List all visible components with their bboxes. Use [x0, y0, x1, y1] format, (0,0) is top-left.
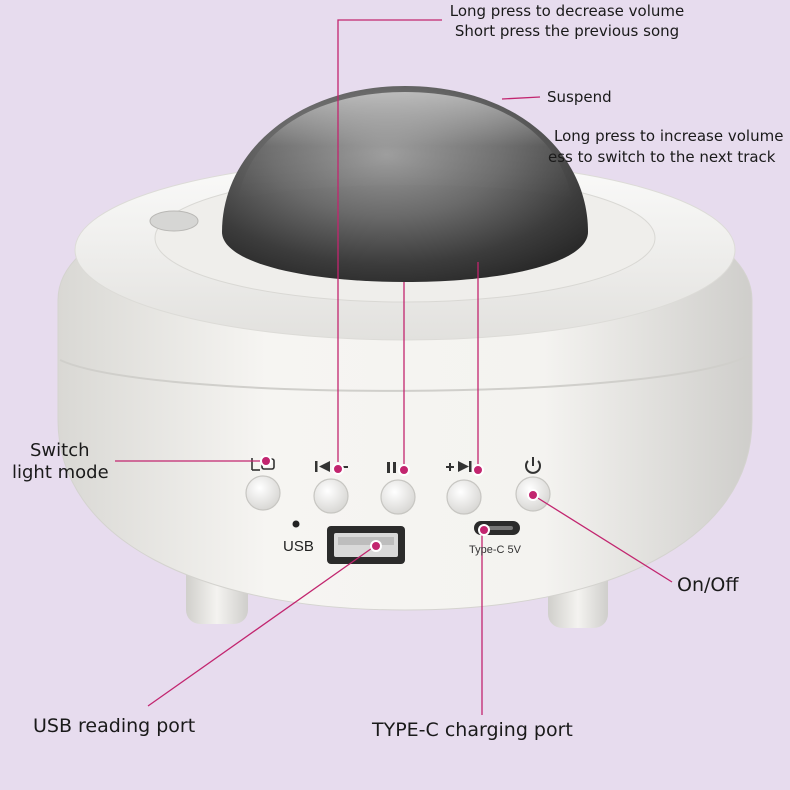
- annotation-switch-light-mode: Switch light mode: [12, 440, 109, 483]
- callout-dot-next: [472, 464, 484, 476]
- power-icon: [525, 457, 541, 474]
- annotation-previous-song-line1: Long press to decrease volume: [449, 2, 685, 20]
- annotation-previous-song: Long press to decrease volume Short pres…: [445, 2, 689, 40]
- callout-line-on-off: [532, 494, 673, 583]
- annotation-usb-reading-port: USB reading port: [33, 715, 196, 737]
- callout-dot-light-mode: [260, 455, 272, 467]
- usb-port[interactable]: [327, 526, 405, 564]
- callout-line-suspend-top: [501, 96, 541, 100]
- callout-line-usb: [147, 545, 376, 707]
- annotation-switch-line1: Switch: [30, 440, 90, 461]
- type-c-label: Type-C 5V: [469, 544, 522, 556]
- callout-line-previous: [337, 19, 442, 462]
- annotation-next-track: Long press to increase volume ess to swi…: [548, 127, 788, 166]
- annotation-previous-song-line2: Short press the previous song: [454, 22, 680, 40]
- button-pause[interactable]: [380, 479, 416, 515]
- callout-dot-usb: [370, 540, 382, 552]
- sensor-window: [149, 210, 199, 232]
- button-light-mode[interactable]: [245, 475, 281, 511]
- callout-dot-type-c: [478, 524, 490, 536]
- callout-dot-previous: [332, 463, 344, 475]
- button-next[interactable]: [446, 479, 482, 515]
- usb-label: USB: [283, 538, 314, 555]
- annotation-next-track-line1: Long press to increase volume: [554, 127, 784, 145]
- pause-icon: [387, 462, 396, 473]
- callout-dot-pause: [398, 464, 410, 476]
- annotation-next-track-line2: ess to switch to the next track: [548, 148, 776, 166]
- button-previous[interactable]: [313, 478, 349, 514]
- body-ridge: [59, 354, 751, 392]
- dome-shine: [238, 92, 572, 200]
- annotation-suspend: Suspend: [547, 88, 612, 106]
- annotation-on-off: On/Off: [677, 574, 739, 596]
- annotation-type-c-charging-port: TYPE-C charging port: [372, 719, 573, 741]
- callout-dot-power: [527, 489, 539, 501]
- annotation-switch-line2: light mode: [12, 461, 109, 483]
- next-icon: [446, 461, 472, 472]
- indicator-dot: [292, 520, 300, 528]
